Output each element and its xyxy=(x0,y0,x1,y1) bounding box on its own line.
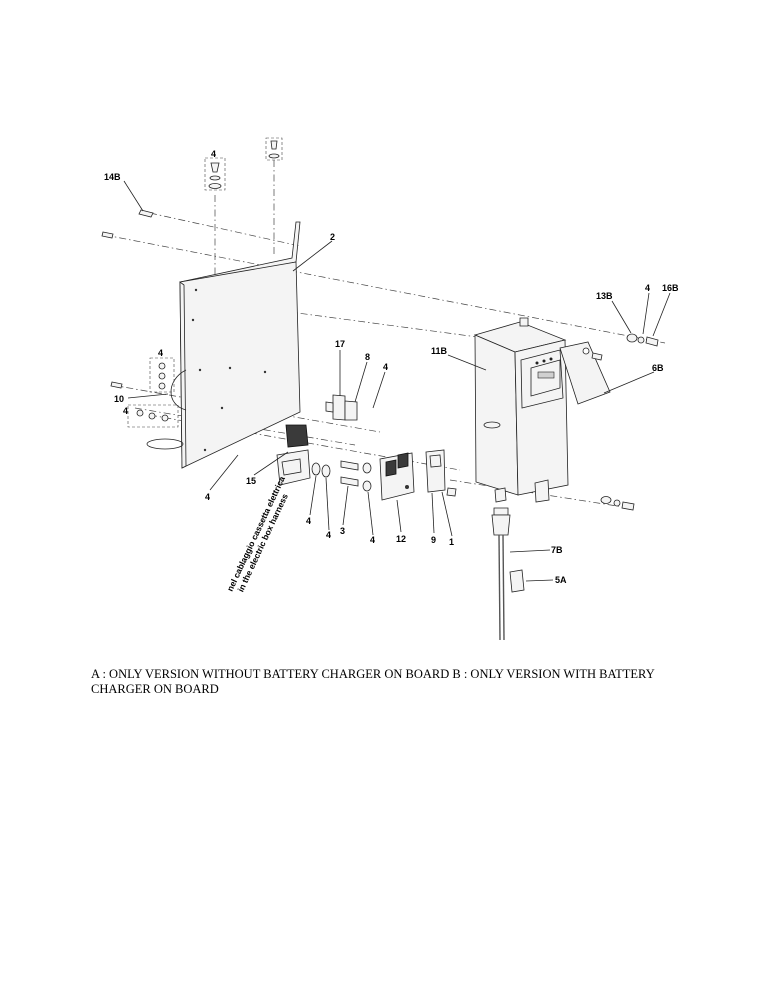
callout-4: 4 xyxy=(306,516,311,526)
callout-4: 4 xyxy=(645,283,650,293)
callout-4: 4 xyxy=(383,362,388,372)
harness-note: nel cablaggio cassetta elettrica in the … xyxy=(225,474,290,593)
callout-labels: 14B 4 2 13B 4 16B 11B 6B 17 8 4 4 10 4 1… xyxy=(104,149,679,585)
callout-12: 12 xyxy=(396,534,406,544)
leader-lines xyxy=(123,180,671,582)
callout-6b: 6B xyxy=(652,363,664,373)
contactor-12 xyxy=(379,452,415,501)
callout-4: 4 xyxy=(205,492,210,502)
callout-4: 4 xyxy=(326,530,331,540)
legend-caption: A : ONLY VERSION WITHOUT BATTERY CHARGER… xyxy=(91,667,655,696)
plug-cable-7b xyxy=(491,507,525,641)
callout-17: 17 xyxy=(335,339,345,349)
callout-4: 4 xyxy=(370,535,375,545)
callout-14b: 14B xyxy=(104,172,121,182)
callout-4: 4 xyxy=(123,406,128,416)
callout-15: 15 xyxy=(246,476,256,486)
relay-15 xyxy=(276,424,311,486)
fuse-holder-17 xyxy=(325,394,358,421)
callout-3: 3 xyxy=(340,526,345,536)
callout-4: 4 xyxy=(211,149,216,159)
cover-6b xyxy=(559,341,611,405)
callout-13b: 13B xyxy=(596,291,613,301)
spacers-3 xyxy=(311,460,372,492)
battery-charger-11b xyxy=(473,317,569,503)
callout-10: 10 xyxy=(114,394,124,404)
callout-1: 1 xyxy=(449,537,454,547)
callout-9: 9 xyxy=(431,535,436,545)
fuse-9-1 xyxy=(425,449,457,497)
left-bolt-stack xyxy=(101,209,179,428)
harness-note-italian: nel cablaggio cassetta elettrica xyxy=(225,474,287,592)
screws-13b-16b xyxy=(591,333,659,511)
mounting-plate xyxy=(179,221,301,469)
cable-loop xyxy=(146,369,187,450)
callout-7b: 7B xyxy=(551,545,563,555)
callout-8: 8 xyxy=(365,352,370,362)
callout-11b: 11B xyxy=(431,346,448,356)
exploded-parts-diagram: 14B 4 2 13B 4 16B 11B 6B 17 8 4 4 10 4 1… xyxy=(101,137,679,641)
callout-2: 2 xyxy=(330,232,335,242)
callout-5a: 5A xyxy=(555,575,567,585)
top-screw-assembly xyxy=(204,137,283,191)
callout-16b: 16B xyxy=(662,283,679,293)
callout-4: 4 xyxy=(158,348,163,358)
